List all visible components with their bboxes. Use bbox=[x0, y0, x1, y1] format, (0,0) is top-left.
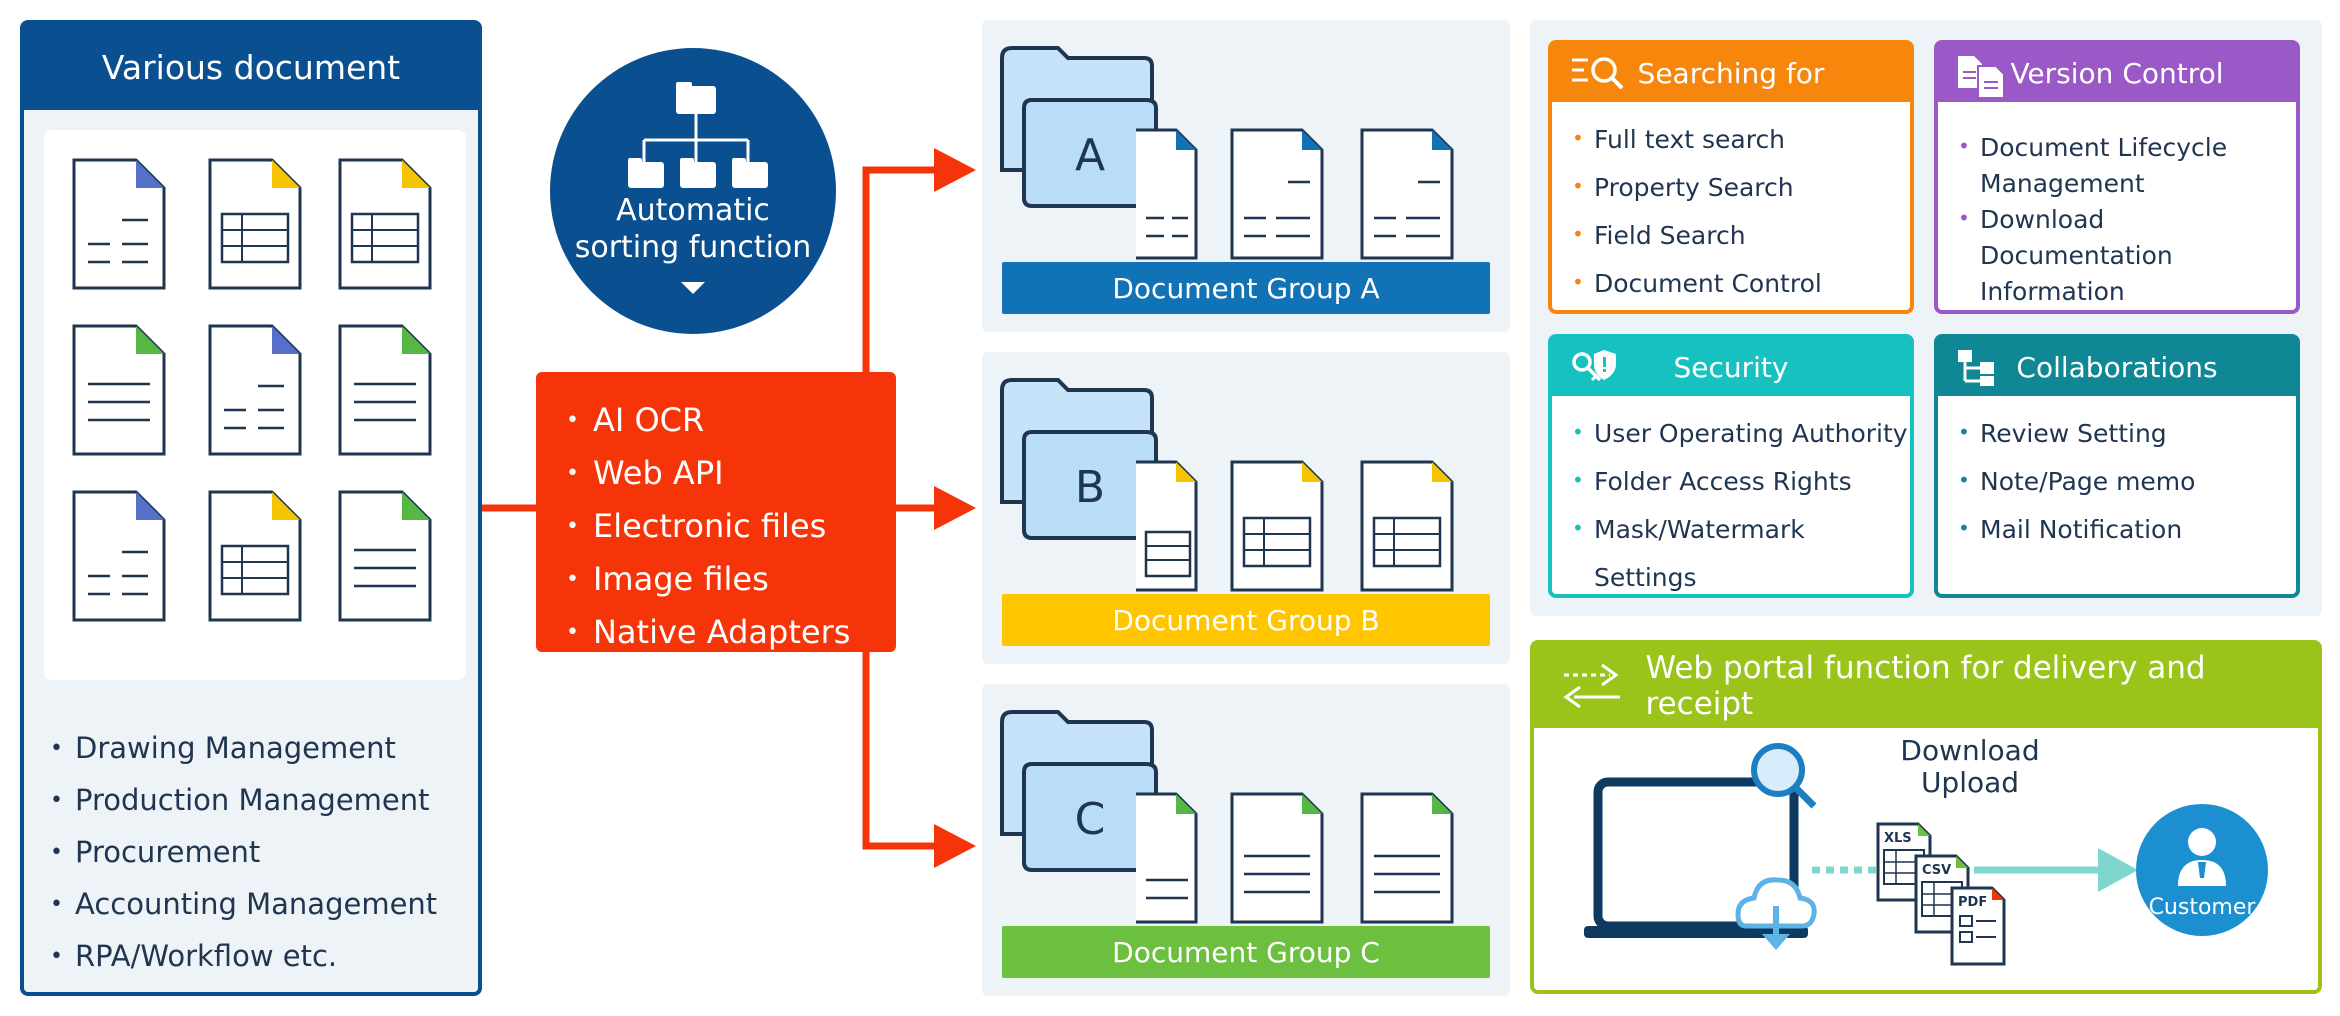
version-control-list: Document Lifecycle Management Download D… bbox=[1958, 128, 2284, 310]
customer-label: Customer bbox=[2149, 895, 2257, 920]
arrow-a-line bbox=[862, 166, 940, 372]
automatic-sorting-circle: Automatic sorting function bbox=[550, 48, 836, 334]
list-item: RPA/Workflow etc. bbox=[50, 932, 437, 984]
group-b-letter: B bbox=[1075, 462, 1105, 513]
list-item: Field Search bbox=[1572, 210, 1822, 260]
list-item: Production Management bbox=[50, 776, 437, 828]
upload-label: Upload bbox=[1921, 766, 2019, 799]
documents-icon bbox=[1958, 56, 2005, 98]
csv-label: CSV bbox=[1922, 863, 1951, 878]
security-title: Security bbox=[1673, 350, 1789, 384]
security-list: User Operating Authority Folder Access R… bbox=[1572, 408, 1910, 602]
customer-icon: Customer bbox=[2136, 804, 2268, 936]
spreadsheet-icon bbox=[208, 158, 302, 290]
collaborations-title: Collaborations bbox=[2016, 350, 2218, 384]
document-group-b-panel: B Document Group B bbox=[982, 352, 1510, 664]
security-card: Security User Operating Authority Folder… bbox=[1548, 334, 1914, 598]
document-icon bbox=[72, 490, 166, 622]
list-item: Review Setting bbox=[1958, 408, 2195, 458]
group-c-letter: C bbox=[1075, 794, 1106, 845]
list-item: Folder Access Rights bbox=[1572, 456, 1910, 506]
text-document-icon bbox=[338, 490, 432, 622]
web-portal-header: Web portal function for delivery and rec… bbox=[1534, 644, 2318, 728]
hierarchy-icon bbox=[1958, 350, 1994, 386]
list-item: Full text search bbox=[1572, 114, 1822, 164]
laptop-icon bbox=[1584, 777, 1808, 938]
spreadsheet-icon bbox=[338, 158, 432, 290]
document-group-a-panel: A Document Group A bbox=[982, 20, 1510, 332]
list-item: Electronic files bbox=[566, 502, 850, 555]
group-c-folder-icon: C bbox=[1000, 710, 1454, 924]
group-a-folder-icon: A bbox=[1000, 46, 1454, 260]
version-control-card: Version Control Document Lifecycle Manag… bbox=[1934, 40, 2300, 314]
various-document-title: Various document bbox=[24, 24, 478, 110]
exchange-arrows-icon bbox=[1563, 663, 1620, 709]
list-item: Download Documentation Information bbox=[1958, 200, 2284, 310]
arrow-a-head bbox=[934, 148, 976, 192]
various-document-panel: Various document bbox=[20, 20, 482, 996]
list-item: Native Adapters bbox=[566, 608, 850, 661]
magnifier-icon bbox=[1751, 743, 1817, 809]
text-document-icon bbox=[72, 324, 166, 456]
various-documents-icons bbox=[72, 158, 432, 622]
arrow-c-line bbox=[862, 652, 940, 850]
spreadsheet-icon bbox=[208, 490, 302, 622]
document-icon bbox=[72, 158, 166, 290]
list-item: Mail Notification bbox=[1958, 504, 2195, 554]
text-document-icon bbox=[338, 324, 432, 456]
download-label: Download bbox=[1900, 734, 2039, 767]
collaborations-header: Collaborations bbox=[1938, 338, 2296, 396]
sorting-label: Automatic sorting function bbox=[550, 192, 836, 266]
pdf-file-icon: PDF bbox=[1950, 886, 2006, 966]
version-control-title: Version Control bbox=[2010, 56, 2224, 90]
list-item: Document Control bbox=[1572, 258, 1822, 308]
group-b-folder-icon: B bbox=[1000, 378, 1454, 592]
features-panel: Searching for Full text search Property … bbox=[1530, 20, 2322, 616]
sorting-label-line2: sorting function bbox=[574, 230, 812, 265]
cloud-download-icon bbox=[1735, 877, 1817, 950]
list-item: Property Search bbox=[1572, 162, 1822, 212]
list-item: Drawing Management bbox=[50, 724, 437, 776]
searching-list: Full text search Property Search Field S… bbox=[1572, 114, 1822, 308]
web-portal-panel: Web portal function for delivery and rec… bbox=[1530, 640, 2322, 994]
security-header: Security bbox=[1552, 338, 1910, 396]
web-portal-title: Web portal function for delivery and rec… bbox=[1645, 650, 2206, 722]
list-item: Image files bbox=[566, 555, 850, 608]
document-group-c-label: Document Group C bbox=[1002, 926, 1490, 978]
version-control-header: Version Control bbox=[1938, 44, 2296, 102]
arrow-b-head bbox=[934, 486, 976, 530]
list-item: Web API bbox=[566, 449, 850, 502]
search-icon bbox=[1572, 57, 1624, 90]
group-a-letter: A bbox=[1075, 130, 1105, 181]
searching-header: Searching for bbox=[1552, 44, 1910, 102]
document-icon-grid bbox=[44, 130, 466, 680]
triangle-down-icon bbox=[681, 282, 705, 294]
portal-illustration: XLS CSV PDF Download Upload Customer bbox=[1584, 734, 2268, 966]
document-group-b-label: Document Group B bbox=[1002, 594, 1490, 646]
list-item: User Operating Authority bbox=[1572, 408, 1910, 458]
document-icon bbox=[208, 324, 302, 456]
folder-tree-icon bbox=[628, 82, 768, 188]
input-sources-box: AI OCR Web API Electronic files Image fi… bbox=[536, 372, 896, 652]
input-sources-list: AI OCR Web API Electronic files Image fi… bbox=[566, 396, 850, 661]
key-shield-icon bbox=[1572, 350, 1616, 382]
xls-label: XLS bbox=[1884, 831, 1912, 846]
document-category-list: Drawing Management Production Management… bbox=[50, 724, 437, 984]
list-item: Note/Page memo bbox=[1958, 456, 2195, 506]
list-item: Procurement bbox=[50, 828, 437, 880]
pdf-label: PDF bbox=[1958, 895, 1987, 910]
list-item: Accounting Management bbox=[50, 880, 437, 932]
collaborations-list: Review Setting Note/Page memo Mail Notif… bbox=[1958, 408, 2195, 554]
arrow-c-head bbox=[934, 824, 976, 868]
searching-card: Searching for Full text search Property … bbox=[1548, 40, 1914, 314]
list-item: Document Lifecycle Management bbox=[1958, 128, 2284, 202]
list-item: Mask/Watermark Settings bbox=[1572, 504, 1910, 602]
collaborations-card: Collaborations Review Setting Note/Page … bbox=[1934, 334, 2300, 598]
sorting-label-line1: Automatic bbox=[616, 193, 770, 228]
document-group-c-panel: C Document Group C bbox=[982, 684, 1510, 996]
searching-title: Searching for bbox=[1637, 56, 1825, 90]
list-item: AI OCR bbox=[566, 396, 850, 449]
document-group-a-label: Document Group A bbox=[1002, 262, 1490, 314]
